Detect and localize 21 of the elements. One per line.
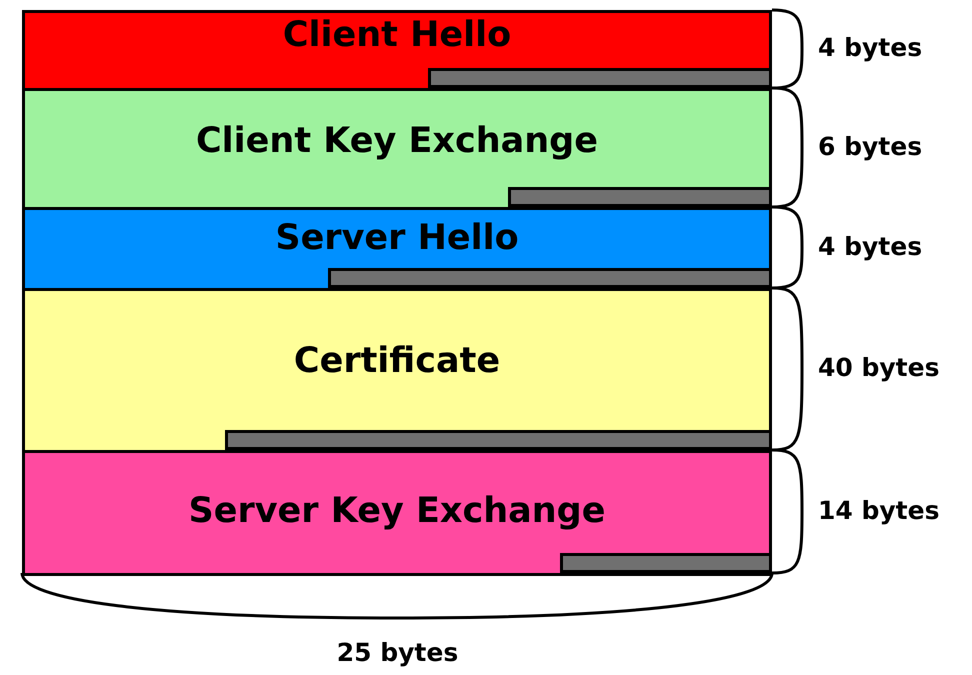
fill-bar xyxy=(328,268,769,288)
message-band xyxy=(22,288,772,453)
message-name: Server Key Exchange xyxy=(188,491,606,531)
fill-bar xyxy=(508,187,769,207)
message-band xyxy=(22,10,772,91)
size-label: 40 bytes xyxy=(818,353,940,382)
message-name: Client Key Exchange xyxy=(195,121,599,161)
size-label: 14 bytes xyxy=(818,496,940,524)
message-name: Server Hello xyxy=(274,218,520,258)
message-band xyxy=(22,207,772,291)
size-label: 4 bytes xyxy=(818,33,922,62)
size-label: 25 bytes xyxy=(336,638,460,667)
message-band xyxy=(22,450,772,576)
fill-bar xyxy=(225,430,769,450)
message-band xyxy=(22,88,772,210)
message-name: Certificate xyxy=(292,341,502,381)
fill-bar xyxy=(428,68,769,88)
size-label: 6 bytes xyxy=(818,132,922,160)
message-name: Client Hello xyxy=(282,15,512,55)
fill-bar xyxy=(560,553,769,573)
size-label: 4 bytes xyxy=(818,232,922,260)
